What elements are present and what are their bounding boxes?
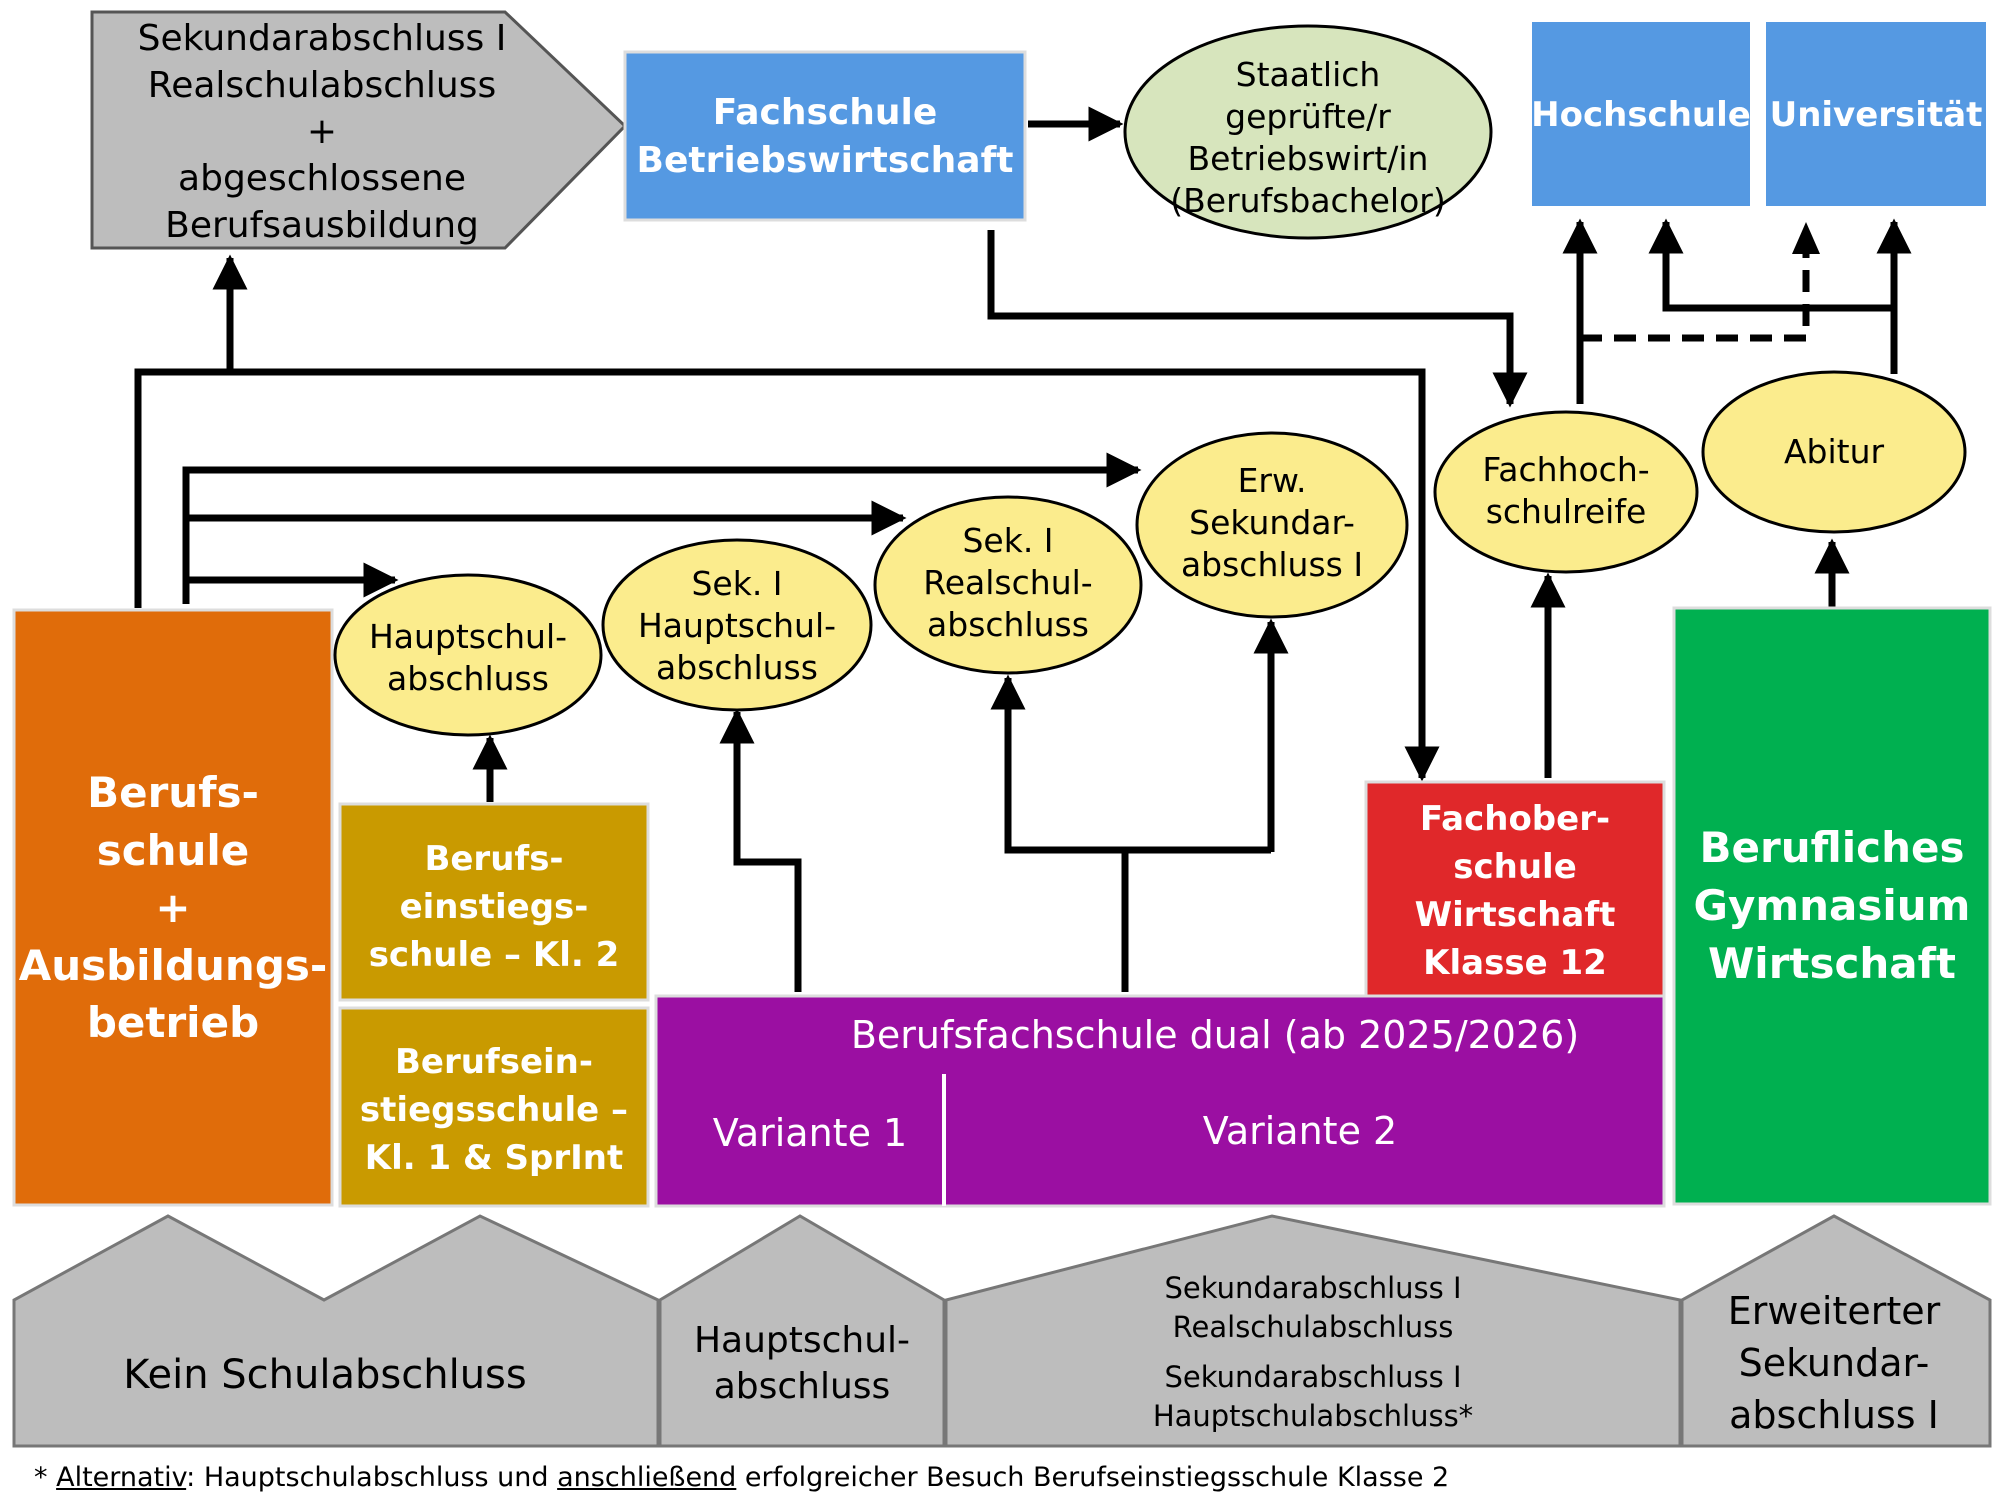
bottom-hauptschul-line-1: Hauptschul- [694,1320,910,1361]
berufsschule-line-2: schule [97,826,250,875]
bottom-erw-line-1: Erweiterter [1728,1289,1941,1333]
arrow-fachschule-to-fhr [987,230,1528,408]
fachschule-line-1: Fachschule [713,92,938,133]
berufsschule-box [12,608,334,1207]
bottom-erw-line-3: abschluss I [1729,1393,1939,1437]
oval-sek-real-line-2: Realschul- [923,563,1092,602]
oval-erw-sekundar [1135,431,1409,619]
bes-kl1-line-1: Berufsein- [395,1042,593,1082]
bottom-hauptschul-line-2: abschluss [714,1366,891,1407]
oval-hauptschul-line-1: Hauptschul- [369,617,567,656]
fos-line-3: Wirtschaft [1415,895,1616,935]
bottom-sek-line-4: Hauptschulabschluss* [1153,1399,1473,1433]
arrow-abitur-to-hochschule [1648,218,1894,312]
arrow-v1-to-sek-haupt [719,708,802,992]
oval-sek-real-line-3: abschluss [927,605,1089,644]
oval-sek-realschul [873,495,1143,675]
oval-sek-haupt-line-3: abschluss [656,648,818,687]
hochschule-label: Hochschule [1531,95,1751,135]
fachschule-box [623,50,1027,222]
dashed-arrowhead [1792,222,1820,254]
footnote: * Alternativ: Hauptschulabschluss und an… [34,1462,1449,1493]
bottom-kein-schulabschluss [12,1214,660,1448]
universitaet-label: Universität [1770,95,1983,135]
bes-kl2-box [338,802,650,1002]
footnote-end: erfolgreicher Besuch Berufseinstiegsschu… [736,1462,1450,1493]
bes-kl2-line-3: schule – Kl. 2 [369,935,620,975]
oval-sek-hauptschul [601,538,873,712]
connectors [134,106,1912,992]
bottom-sek-line-2: Realschulabschluss [1173,1310,1454,1344]
oval-sek-haupt-line-2: Hauptschul- [638,606,836,645]
bes-kl1-line-2: stiegsschule – [360,1090,628,1130]
arrow-v2-to-sek-real [990,674,1271,854]
bg-box [1672,606,1992,1206]
fos-line-2: schule [1453,847,1577,887]
oval-fhr-line-1: Fachhoch- [1482,450,1649,489]
bfs-dual-title: Berufsfachschule dual (ab 2025/2026) [851,1013,1579,1057]
bottom-kein-label: Kein Schulabschluss [123,1352,526,1398]
fos-line-4: Klasse 12 [1423,943,1607,983]
oval-erw-line-2: Sekundar- [1189,503,1355,542]
pentagon-line-2: Realschulabschluss [148,65,496,106]
betriebswirt-line-4: (Berufsbachelor) [1170,181,1445,220]
universitaet-box [1766,22,1986,206]
hochschule-box [1532,22,1750,206]
bottom-sekundarabschluss [944,1214,1682,1448]
bottom-sek-line-3: Sekundarabschluss I [1164,1360,1461,1394]
fachschule-line-2: Betriebswirtschaft [637,140,1014,181]
bes-kl2-line-1: Berufs- [424,839,563,879]
bottom-erw-sekundar [1680,1214,1992,1448]
oval-fhr-line-2: schulreife [1486,492,1647,531]
bg-line-3: Wirtschaft [1708,939,1956,988]
pentagon-line-4: abgeschlossene [178,158,466,199]
bes-kl1-box [338,1006,650,1208]
arrow-to-erw-sek [182,452,1142,604]
oval-fachhochschulreife [1433,410,1699,574]
bg-line-2: Gymnasium [1694,881,1971,930]
footnote-anschliessend: anschließend [557,1462,737,1493]
bes-kl1-line-3: Kl. 1 & SprInt [365,1138,623,1178]
arrow-berufsschule-to-fachoberschule [134,368,1440,782]
oval-hauptschulabschluss [333,573,603,737]
pentagon-sek-realschul-ausbildung [90,10,628,250]
oval-erw-line-1: Erw. [1238,461,1307,500]
oval-erw-line-3: abschluss I [1181,545,1363,584]
bfs-dual-box [654,994,1666,1208]
bfs-variante-1: Variante 1 [713,1111,907,1155]
bottom-hauptschulabschluss [658,1214,946,1448]
oval-abitur [1701,370,1967,534]
berufsschule-line-3: + [155,883,190,932]
footnote-prefix: * [34,1462,57,1493]
betriebswirt-line-3: Betriebswirt/in [1188,139,1429,178]
fachoberschule-box [1364,780,1666,998]
bottom-sek-line-1: Sekundarabschluss I [1164,1271,1461,1305]
bfs-variante-2: Variante 2 [1203,1109,1397,1153]
pentagon-line-1: Sekundarabschluss I [138,18,507,59]
berufsschule-line-4: Ausbildungs- [19,941,328,990]
footnote-mid: : Hauptschulabschluss und [186,1462,558,1493]
pentagon-line-3: + [307,111,337,152]
oval-hauptschul-line-2: abschluss [387,659,549,698]
pentagon-line-5: Berufsausbildung [165,205,479,246]
dashed-fhr-to-universitaet [1580,224,1810,342]
betriebswirt-line-2: geprüfte/r [1225,97,1391,136]
betriebswirt-oval [1123,24,1493,240]
betriebswirt-line-1: Staatlich [1236,55,1381,94]
oval-abitur-label: Abitur [1784,432,1885,471]
oval-sek-haupt-line-1: Sek. I [691,564,782,603]
bottom-erw-line-2: Sekundar- [1739,1341,1930,1385]
fos-line-1: Fachober- [1420,799,1610,839]
bes-kl2-line-2: einstiegs- [400,887,589,927]
berufsschule-line-5: betrieb [87,998,259,1047]
oval-sek-real-line-1: Sek. I [962,521,1053,560]
footnote-alternativ: Alternativ [56,1462,187,1493]
berufsschule-line-1: Berufs- [87,768,259,817]
bg-line-1: Berufliches [1700,823,1965,872]
